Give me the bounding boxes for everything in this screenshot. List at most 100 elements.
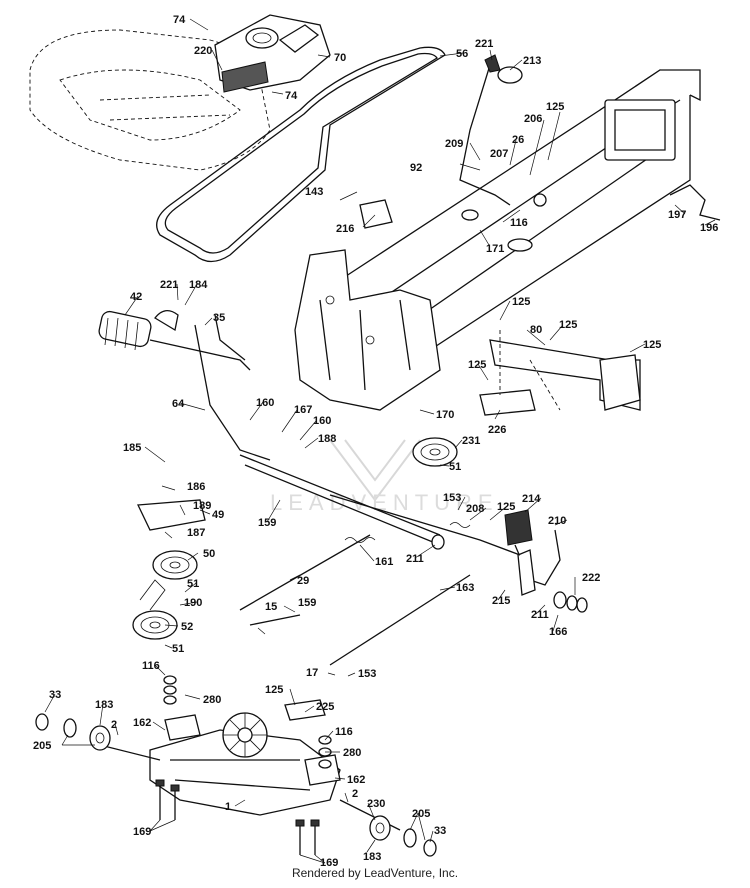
axle-parts-right [369,815,437,857]
callout-216: 216 [336,223,354,235]
callout-215: 215 [492,595,510,607]
callout-159: 159 [258,517,276,529]
callout-160: 160 [256,397,274,409]
callout-186: 186 [187,481,205,493]
callout-280: 280 [203,694,221,706]
callout-125: 125 [546,101,564,113]
callout-42: 42 [130,291,142,303]
callout-221: 221 [160,279,178,291]
callout-184: 184 [189,279,208,291]
callout-210: 210 [548,515,566,527]
callout-170: 170 [436,409,454,421]
callout-280: 280 [343,747,361,759]
footer-credit: Rendered by LeadVenture, Inc. [291,866,459,880]
hardware-211-166-222 [431,534,588,613]
pulley-50 [152,550,198,580]
callout-209: 209 [445,138,463,150]
callout-162: 162 [347,774,365,786]
callout-2: 2 [352,788,358,800]
callout-15: 15 [265,601,277,613]
callout-197: 197 [668,209,686,221]
callout-64: 64 [172,398,185,410]
drive-belt [156,46,446,263]
steering-assembly [98,310,271,461]
leadventure-watermark: LEADVENTURE [270,439,493,515]
callout-226: 226 [488,424,506,436]
callout-125: 125 [559,319,577,331]
callout-190: 190 [184,597,202,609]
callout-196: 196 [700,222,718,234]
axle-parts-left [35,713,111,751]
callout-214: 214 [522,493,541,505]
rod-159 [249,614,301,626]
cross-shaft [239,454,471,546]
callout-125: 125 [497,501,515,513]
callout-51: 51 [449,461,461,473]
rod-197 [669,184,721,221]
seat-outline [29,29,271,171]
callout-188: 188 [318,433,336,445]
rod-29 [239,534,371,611]
callout-162: 162 [133,717,151,729]
callout-74: 74 [285,90,298,102]
callout-187: 187 [187,527,205,539]
callout-206: 206 [524,113,542,125]
spring-190 [139,579,166,611]
callout-116: 116 [335,726,353,738]
pedal-assembly [329,494,561,596]
callout-153: 153 [358,668,376,680]
callout-160: 160 [313,415,331,427]
callout-125: 125 [643,339,661,351]
callout-49: 49 [212,509,224,521]
callout-74: 74 [173,14,186,26]
callout-169: 169 [133,826,151,838]
callout-171: 171 [486,243,504,255]
callout-211: 211 [531,609,549,621]
callout-116: 116 [142,660,160,672]
bolts-169 [155,779,320,855]
callout-125: 125 [265,684,283,696]
pulley-231 [412,437,458,467]
callout-70: 70 [334,52,346,64]
callout-80: 80 [530,324,542,336]
callout-220: 220 [194,45,212,57]
callout-163: 163 [456,582,474,594]
idler-arm-49 [137,499,206,531]
bracket-216 [359,199,393,229]
callout-183: 183 [363,851,381,863]
callout-125: 125 [512,296,530,308]
callout-183: 183 [95,699,113,711]
callout-51: 51 [172,643,184,655]
callout-205: 205 [33,740,51,752]
callout-211: 211 [406,553,424,565]
callout-161: 161 [375,556,393,568]
callout-207: 207 [490,148,508,160]
dashed-guide-right [499,330,561,411]
callout-143: 143 [305,186,323,198]
callout-231: 231 [462,435,480,447]
rod-163 [329,574,471,666]
callout-26: 26 [512,134,524,146]
callout-166: 166 [549,626,567,638]
dash-pedestal [294,249,441,411]
callout-52: 52 [181,621,193,633]
callout-56: 56 [456,48,468,60]
callout-205: 205 [412,808,430,820]
callout-213: 213 [523,55,541,67]
callout-222: 222 [582,572,600,584]
pulley-52 [132,610,178,640]
mount-bracket-80 [489,339,641,411]
callout-50: 50 [203,548,215,560]
callout-51: 51 [187,578,199,590]
main-frame [339,69,701,361]
callout-1: 1 [225,801,231,813]
callout-169: 169 [320,857,338,869]
callout-208: 208 [466,503,484,515]
callout-159: 159 [298,597,316,609]
callout-221: 221 [475,38,493,50]
leader-lines [44,18,716,864]
callout-189: 189 [193,500,211,512]
callout-230: 230 [367,798,385,810]
callout-35: 35 [213,312,225,324]
